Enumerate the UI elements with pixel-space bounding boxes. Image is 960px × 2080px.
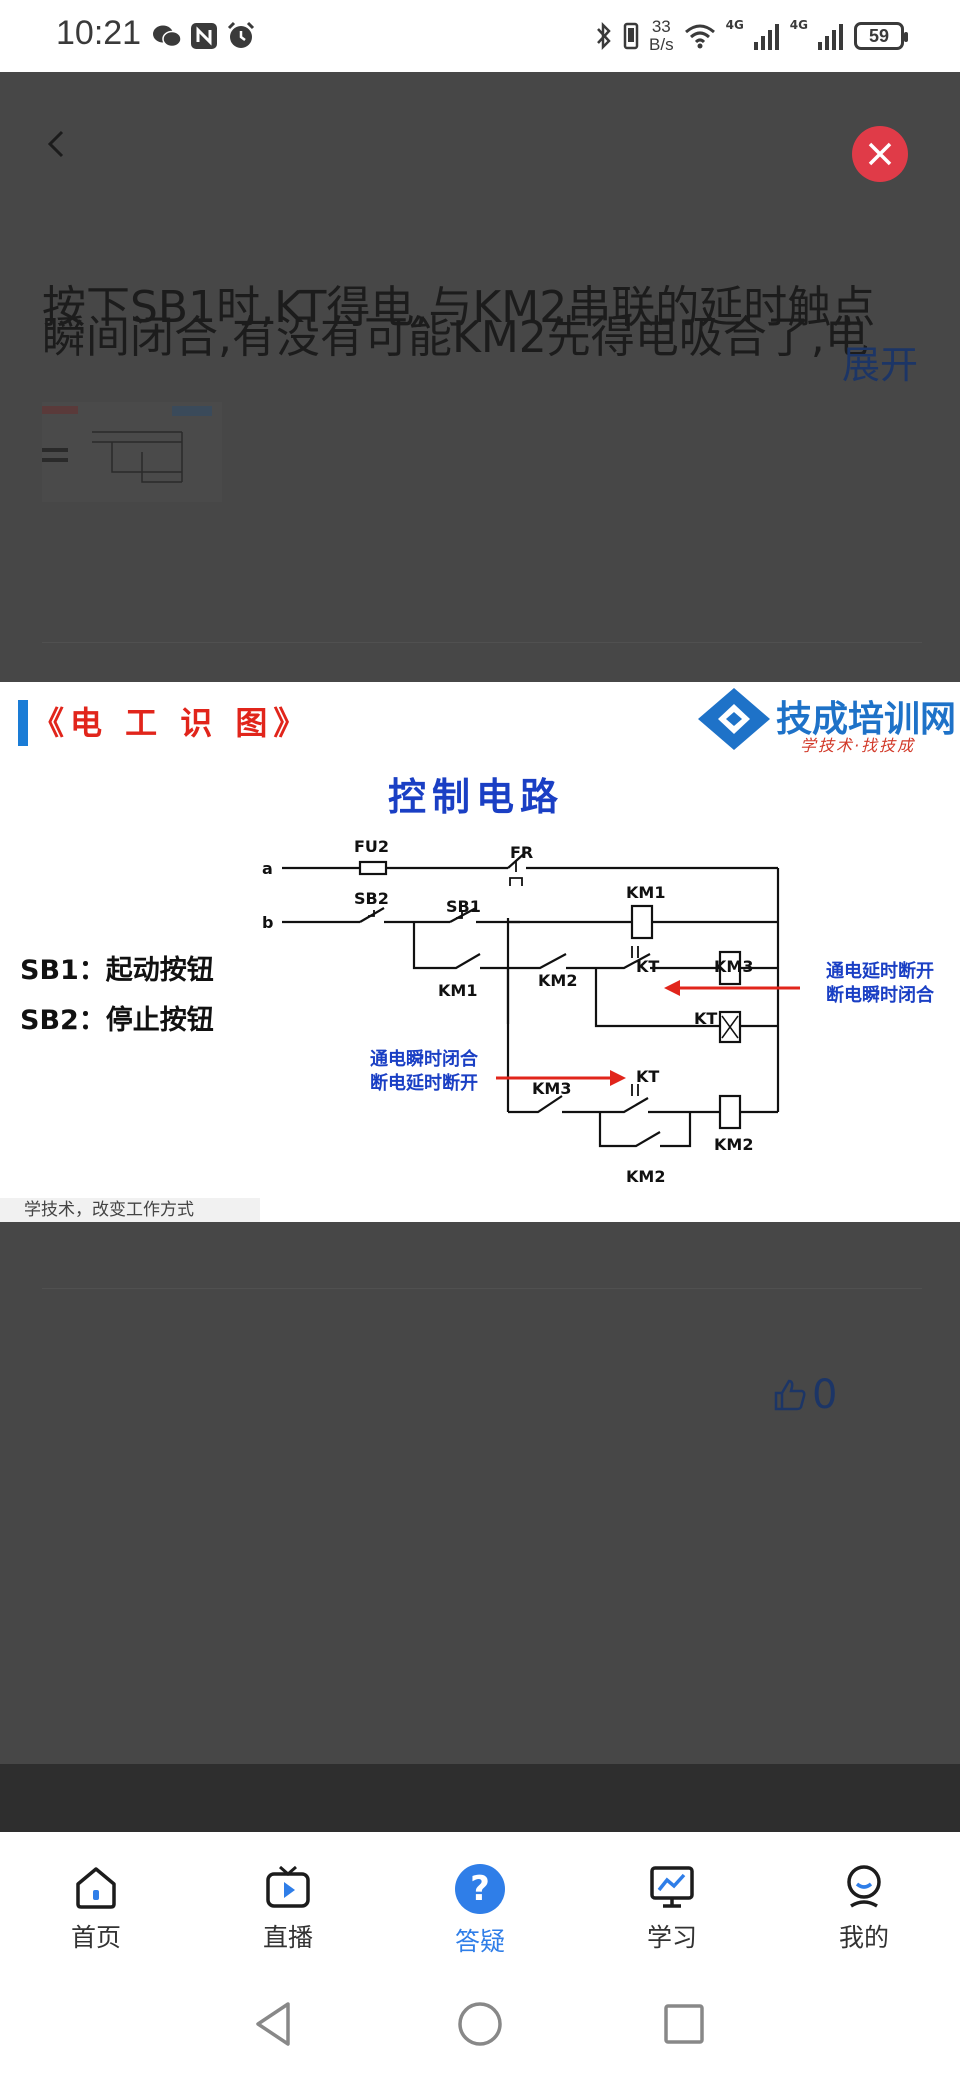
diamond-logo-icon — [698, 688, 770, 750]
circuit-label-km1-coil: KM1 — [626, 883, 665, 902]
signal-label-2: 4G — [789, 18, 808, 32]
legend-sb2: SB2：停止按钮 — [20, 1005, 214, 1036]
tab-study[interactable]: 学习 — [576, 1832, 768, 1956]
signal-label-1: 4G — [725, 18, 744, 32]
coil-km1 — [630, 904, 654, 940]
control-circuit-diagram: a b FU2 FR SB2 SB1 KM1 KM1 KM2 KT KM3 KT… — [262, 837, 800, 1186]
divider — [42, 642, 922, 643]
signal-icon — [818, 24, 843, 50]
circuit-label-fu2: FU2 — [354, 837, 389, 856]
chevron-left-icon — [47, 130, 64, 158]
circuit-label-sb1: SB1 — [446, 897, 481, 916]
divider — [42, 1288, 922, 1289]
net-speed-unit: B/s — [649, 35, 674, 54]
question-title-overflow: 瞬间闭合,有没有可能KM2先得电吸合了,电 — [42, 312, 869, 364]
slide-logo-text: 技成培训网 — [776, 699, 957, 740]
expand-button[interactable]: 展开 — [842, 343, 919, 387]
tab-mine[interactable]: 我的 — [768, 1832, 960, 1956]
annotation-left-line2: 断电延时断开 — [370, 1073, 478, 1094]
fuse-fu2 — [358, 860, 388, 876]
annotation-right: 通电延时断开 断电瞬时闭合 — [826, 960, 934, 1008]
circuit-label-km3-coil: KM3 — [714, 957, 753, 976]
tab-qa-label: 答疑 — [454, 1927, 505, 1956]
close-icon — [868, 142, 892, 166]
close-viewer-button[interactable] — [852, 126, 908, 182]
thumbs-up-icon — [774, 1379, 806, 1411]
bottom-tab-bar: 首页 直播 ? 答疑 学习 我的 — [0, 1832, 960, 1956]
net-speed-value: 33 — [651, 17, 671, 36]
nav-recents-icon[interactable] — [662, 2000, 706, 2048]
profile-icon — [847, 1865, 881, 1908]
wechat-icon — [153, 25, 182, 48]
slide-title: 控制电路 — [388, 774, 565, 819]
signal-icon — [753, 24, 779, 50]
status-left-icons — [152, 18, 256, 54]
wifi-icon — [684, 24, 715, 49]
slide-tag: 《电 工 识 图》 — [32, 704, 312, 742]
monitor-chart-icon — [650, 1866, 694, 1908]
tab-live-label: 直播 — [262, 1923, 313, 1952]
tab-qa[interactable]: ? 答疑 — [384, 1832, 576, 1956]
system-navigation-bar — [0, 1956, 960, 2080]
like-button[interactable]: 0 — [772, 1372, 837, 1418]
tab-study-label: 学习 — [646, 1923, 697, 1952]
status-time: 10:21 — [56, 14, 142, 52]
status-right-icons: 33 B/s 4G 4G 59 — [595, 12, 908, 60]
circuit-label-km3-contact: KM3 — [532, 1079, 571, 1098]
coil-km2 — [718, 1094, 742, 1130]
vibrate-icon — [623, 22, 639, 50]
annotation-right-line1: 通电延时断开 — [826, 961, 934, 982]
circuit-label-km2-contact: KM2 — [538, 971, 577, 990]
nfc-icon — [191, 23, 217, 49]
circuit-label-km1-contact: KM1 — [438, 981, 477, 1000]
annotation-right-line2: 断电瞬时闭合 — [826, 985, 934, 1006]
nav-home-icon[interactable] — [456, 2000, 504, 2048]
tab-home-label: 首页 — [70, 1923, 121, 1952]
circuit-label-fr: FR — [510, 843, 533, 862]
nav-back-icon[interactable] — [252, 2000, 296, 2048]
circuit-label-kt-coil: KT — [694, 1009, 717, 1028]
net-speed: 33 B/s — [649, 18, 674, 54]
svg-text:?: ? — [470, 1869, 490, 1909]
circuit-label-km2-coil: KM2 — [714, 1135, 753, 1154]
back-button[interactable] — [36, 116, 76, 172]
slide-logo-subtitle: 学技术·找技成 — [800, 736, 916, 755]
status-bar: 10:21 33 B/s 4G 4G 59 — [0, 0, 960, 72]
circuit-label-kt-contact-2: KT — [636, 1067, 659, 1086]
tab-home[interactable]: 首页 — [0, 1832, 192, 1956]
tab-mine-label: 我的 — [838, 1923, 889, 1952]
battery-level: 59 — [868, 25, 890, 46]
legend-sb1: SB1：起动按钮 — [20, 955, 214, 986]
home-icon — [76, 1867, 116, 1909]
question-title-line2: 瞬间闭合,有没有可能KM2先得电吸合了,电 — [42, 312, 869, 363]
bluetooth-icon — [597, 21, 611, 51]
circuit-label-b: b — [262, 913, 273, 932]
circuit-label-a: a — [262, 859, 273, 878]
tv-play-icon — [266, 1865, 310, 1908]
slide-accent-bar — [18, 700, 28, 746]
question-image-thumbnail[interactable] — [42, 402, 222, 502]
question-title: 按下SB1时,KT得电,与KM2串联的延时触点 — [42, 282, 876, 333]
circuit-label-kt-contact: KT — [636, 957, 659, 976]
annotation-left: 通电瞬时闭合 断电延时断开 — [370, 1048, 478, 1096]
circuit-label-sb2: SB2 — [354, 889, 389, 908]
annotation-left-line1: 通电瞬时闭合 — [370, 1049, 478, 1070]
slide-footer: 学技术，改变工作方式 — [0, 1198, 260, 1222]
tab-live[interactable]: 直播 — [192, 1832, 384, 1956]
alarm-icon — [227, 21, 255, 48]
thumbnail-diagram — [42, 402, 222, 502]
battery-icon: 59 — [854, 22, 908, 50]
like-count: 0 — [812, 1372, 838, 1418]
image-viewer[interactable]: 《电 工 识 图》 技成培训网 学技术·找技成 控制电路 — [0, 682, 960, 1222]
circuit-label-km2-contact-2: KM2 — [626, 1167, 665, 1186]
question-icon: ? — [455, 1864, 505, 1914]
